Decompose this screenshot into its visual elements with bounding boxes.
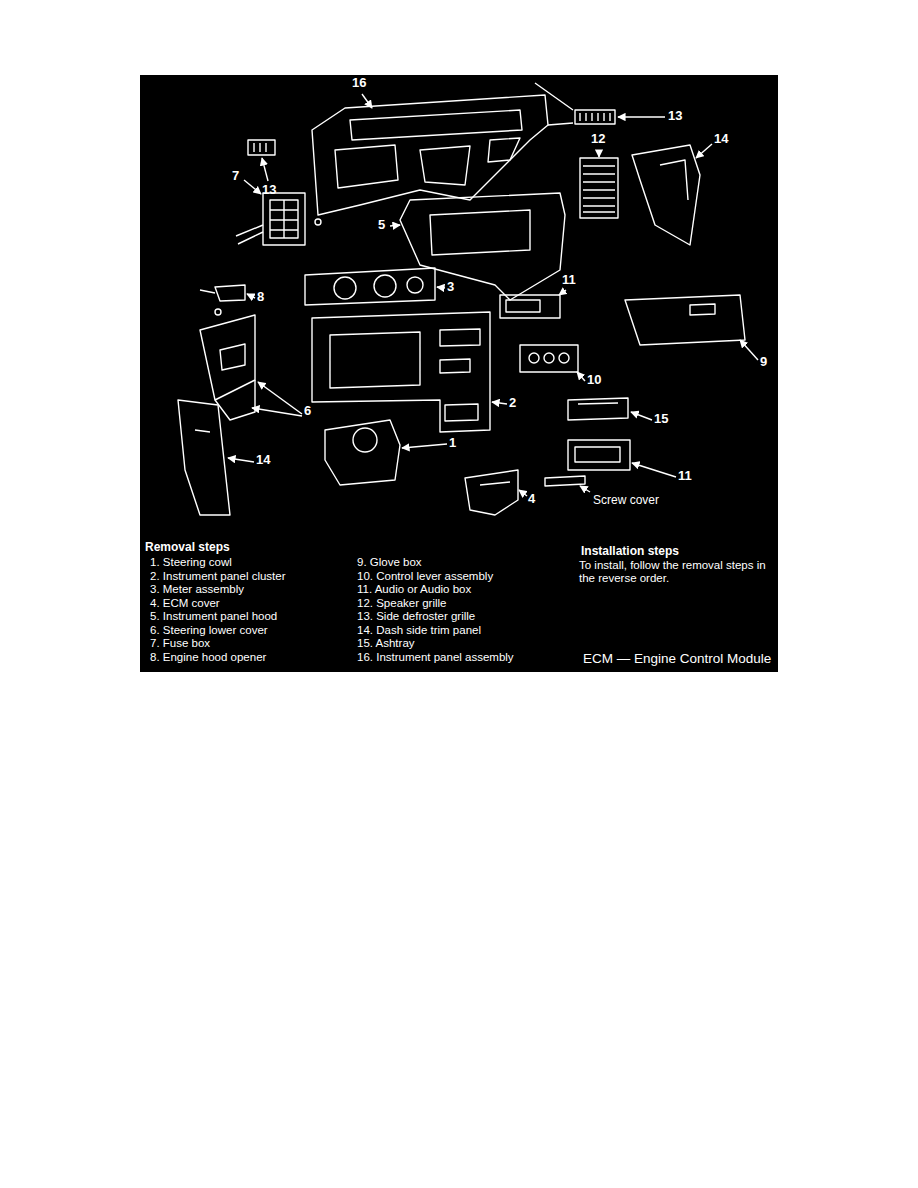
screw	[215, 309, 221, 315]
grille-hatch	[583, 166, 615, 212]
knob	[559, 353, 569, 363]
panel-openings	[335, 110, 522, 188]
removal-step: 4. ECM cover	[150, 597, 220, 610]
grille-slots	[254, 143, 266, 152]
gauge	[407, 277, 423, 293]
knob	[529, 353, 539, 363]
callout-number: 3	[447, 280, 454, 295]
abbreviation-note: ECM — Engine Control Module	[583, 651, 771, 667]
ecm-cover	[465, 470, 518, 515]
panel-guide	[535, 83, 573, 125]
removal-step: 12. Speaker grille	[357, 597, 447, 610]
callout-number: 8	[257, 290, 264, 305]
callout-number: 16	[352, 76, 366, 91]
screw	[315, 219, 321, 225]
fuse-wire	[236, 225, 263, 244]
dash-side-trim	[632, 145, 700, 245]
callout-number: 14	[256, 453, 270, 468]
callout-number: 7	[232, 169, 239, 184]
gauge	[374, 275, 396, 297]
removal-step: 5. Instrument panel hood	[150, 610, 277, 623]
audio-slot	[506, 300, 540, 312]
callout-number: 4	[528, 492, 535, 507]
callout-number: 9	[760, 355, 767, 370]
callout-number: 15	[654, 412, 668, 427]
removal-step: 7. Fuse box	[150, 637, 210, 650]
fuse-box	[263, 193, 305, 245]
instrument-panel-assembly	[312, 95, 548, 215]
knob	[544, 353, 554, 363]
removal-step: 1. Steering cowl	[150, 556, 232, 569]
removal-step: 13. Side defroster grille	[357, 610, 475, 623]
defroster-grille	[575, 110, 615, 124]
removal-step: 8. Engine hood opener	[150, 651, 266, 664]
black-panel	[140, 75, 778, 672]
removal-step: 15. Ashtray	[357, 637, 415, 650]
removal-step: 9. Glove box	[357, 556, 422, 569]
removal-step: 10. Control lever assembly	[357, 570, 493, 583]
list-heading: Installation steps	[581, 545, 679, 559]
cowl-opening	[353, 428, 377, 452]
part-label: Screw cover	[593, 494, 659, 508]
lower-cover-flap	[215, 380, 255, 420]
gauge	[334, 277, 356, 299]
callout-number: 6	[304, 404, 311, 419]
dash-side-trim	[178, 400, 230, 515]
steering-lower-cover	[200, 315, 255, 400]
callout-number: 12	[591, 132, 605, 147]
instrument-panel-hood	[400, 193, 565, 300]
steering-cowl	[325, 420, 400, 485]
callout-number: 10	[587, 373, 601, 388]
callout-number: 11	[678, 469, 692, 484]
speaker-grille	[580, 158, 618, 218]
removal-step: 2. Instrument panel cluster	[150, 570, 286, 583]
callout-number: 2	[509, 396, 516, 411]
callout-number: 11	[562, 273, 576, 288]
callout-number: 5	[378, 218, 385, 233]
grille-slots	[580, 113, 610, 121]
audio-box	[500, 295, 560, 318]
callout-number: 13	[668, 109, 682, 124]
glove-box	[625, 295, 745, 345]
audio-slot	[575, 447, 620, 462]
instrument-panel-cluster	[312, 312, 490, 432]
callout-number: 13	[262, 183, 276, 198]
removal-step: 16. Instrument panel assembly	[357, 651, 514, 664]
fuse-grid	[270, 200, 298, 238]
leader-lines	[228, 94, 758, 496]
callout-number: 1	[449, 436, 456, 451]
installation-note: To install, follow the removal steps in …	[579, 559, 774, 585]
removal-step: 11. Audio or Audio box	[357, 583, 471, 596]
ashtray	[568, 398, 628, 420]
control-lever-assembly	[520, 345, 578, 372]
audio-box	[568, 440, 630, 470]
hood-opener	[200, 285, 245, 301]
meter-assembly	[305, 268, 435, 305]
cluster-openings	[330, 329, 480, 421]
removal-step: 14. Dash side trim panel	[357, 624, 481, 637]
removal-step: 3. Meter assembly	[150, 583, 244, 596]
removal-step: 6. Steering lower cover	[150, 624, 268, 637]
screw-cover	[545, 476, 585, 486]
callout-number: 14	[714, 132, 728, 147]
defroster-grille	[248, 140, 275, 155]
list-heading: Removal steps	[145, 541, 230, 555]
